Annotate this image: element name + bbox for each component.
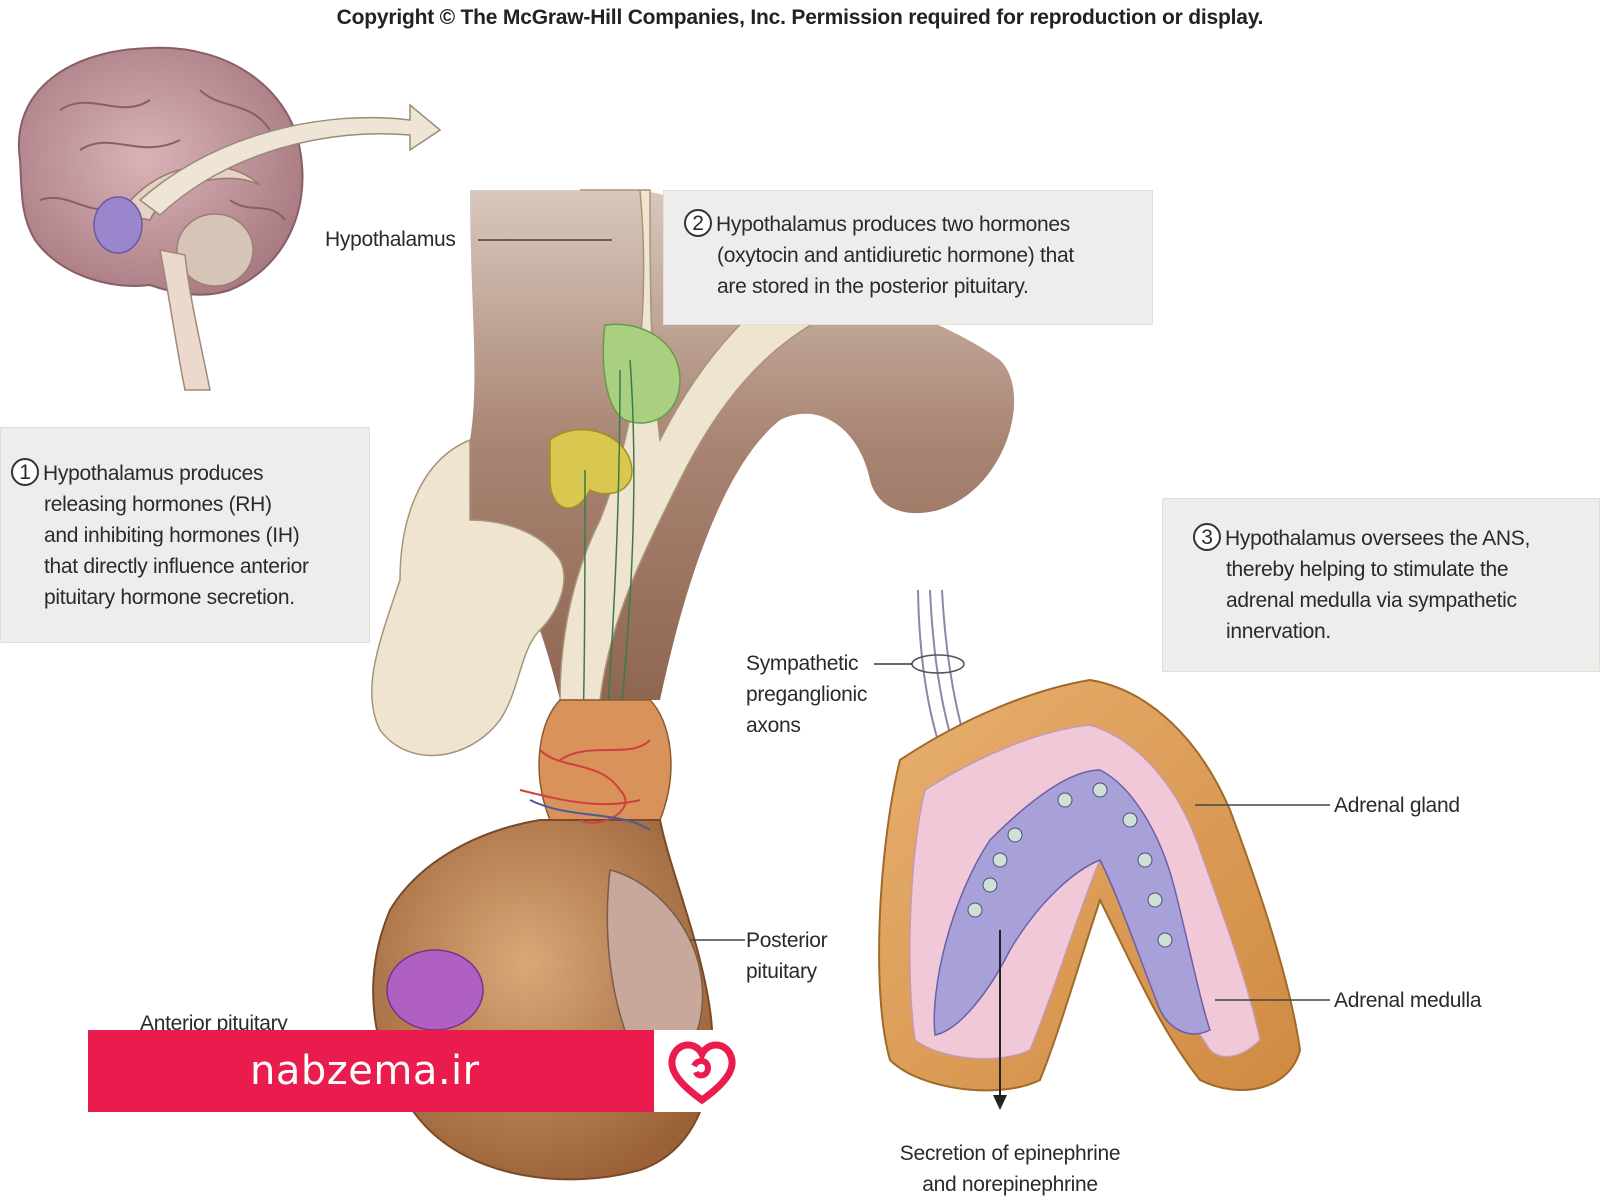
label-hypothalamus: Hypothalamus xyxy=(325,228,456,251)
label-sympathetic-axons: Sympathetic preganglionic axons xyxy=(746,652,868,737)
step-3-line-3: adrenal medulla via sympathetic xyxy=(1226,589,1517,612)
step-3-line-2: thereby helping to stimulate the xyxy=(1226,558,1509,581)
step-1-line-3: and inhibiting hormones (IH) xyxy=(44,524,300,547)
label-posterior-pituitary: Posterior pituitary xyxy=(746,929,828,983)
step-2-number: 2 xyxy=(684,209,712,237)
copyright-notice: Copyright © The McGraw-Hill Companies, I… xyxy=(336,6,1264,29)
label-adrenal-medulla: Adrenal medulla xyxy=(1334,989,1482,1012)
label-anterior-pituitary: Anterior pituitary xyxy=(140,1012,288,1030)
watermark-logo-area xyxy=(654,1030,750,1112)
label-adrenal-gland: Adrenal gland xyxy=(1334,794,1460,817)
step-1-line-5: pituitary hormone secretion. xyxy=(44,586,295,609)
step-3-line-4: innervation. xyxy=(1226,620,1331,643)
brain-illustration xyxy=(17,46,442,391)
step-1-line-4: that directly influence anterior xyxy=(44,555,309,578)
leader-lines xyxy=(478,239,1330,1001)
step-1-number: 1 xyxy=(11,458,39,486)
adrenal-gland-illustration xyxy=(878,678,1302,1110)
heart-logo-icon xyxy=(668,1041,736,1105)
step-1-line-2: releasing hormones (RH) xyxy=(44,493,272,516)
watermark-banner xyxy=(88,1030,654,1112)
label-secretion: Secretion of epinephrine and norepinephr… xyxy=(899,1142,1121,1196)
step-2-line-2: (oxytocin and antidiuretic hormone) that xyxy=(717,244,1074,267)
watermark-text: nabzema.ir xyxy=(250,1048,480,1094)
step-2-line-3: are stored in the posterior pituitary. xyxy=(717,275,1029,298)
step-3-number: 3 xyxy=(1193,523,1221,551)
